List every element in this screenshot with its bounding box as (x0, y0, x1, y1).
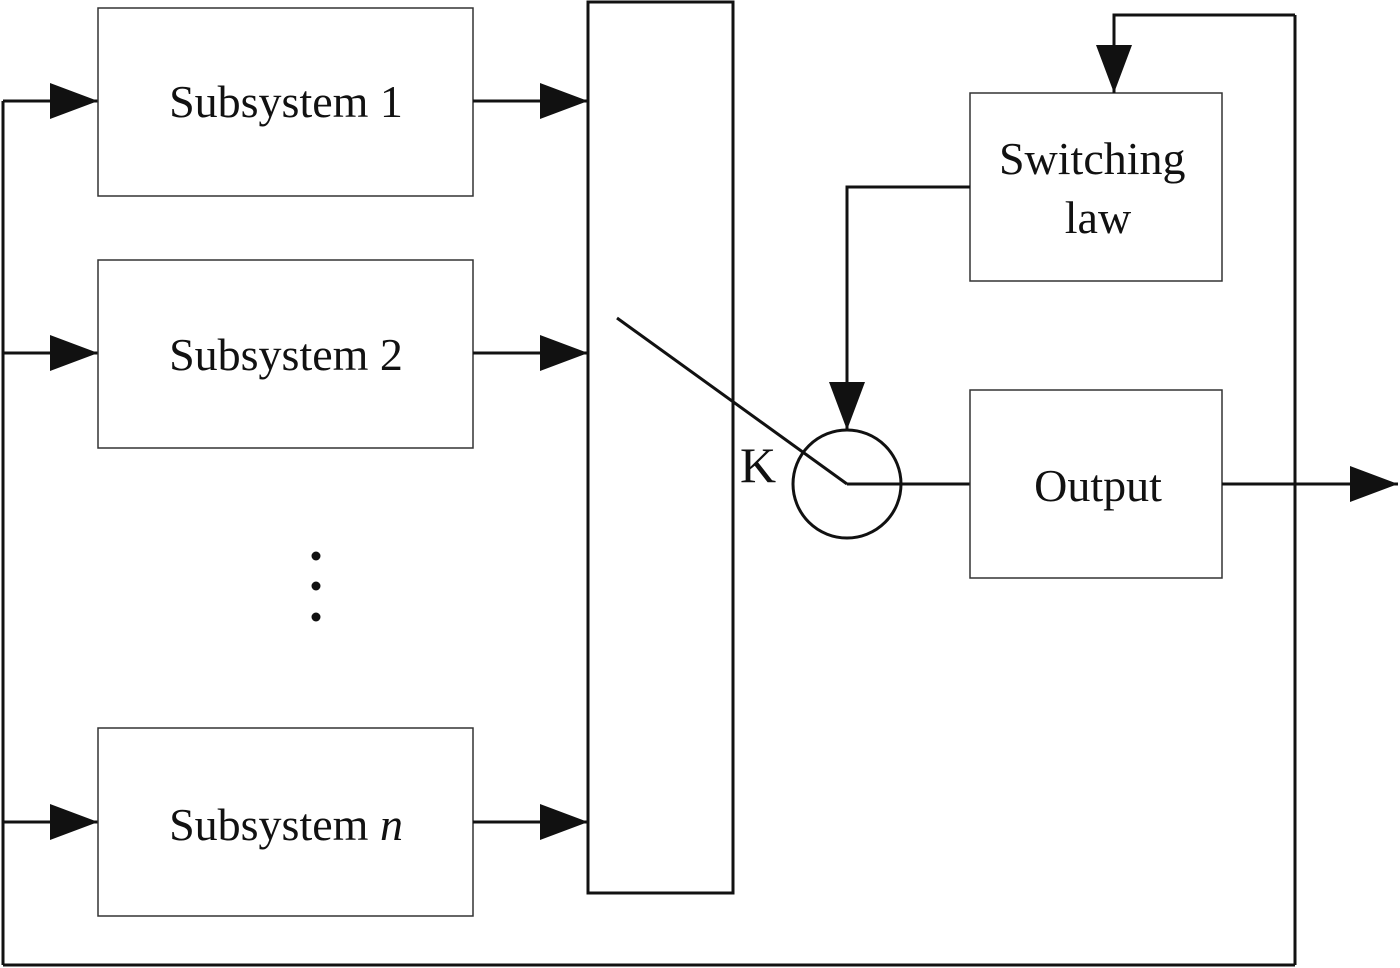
feedback-to-switching-law-arrow (1096, 13, 1295, 93)
subsystem-2-box (97, 259, 474, 449)
switching-law-box (969, 92, 1223, 282)
switch-k-label: K (740, 437, 776, 493)
collector-bar (586, 0, 735, 895)
ellipsis-dot-3 (311, 612, 321, 622)
subsystem-block-n: Subsystem n (97, 727, 474, 917)
ellipsis-dots (311, 551, 321, 622)
output-box (969, 389, 1223, 579)
ellipsis-dot-2 (311, 581, 321, 591)
switch-blade (616, 316, 848, 486)
feedback-loop (1096, 13, 1297, 965)
input-bus (1, 83, 1295, 967)
control-signal-arrow (829, 185, 970, 430)
subsystem-block-1: Subsystem 1 (97, 7, 474, 197)
subsystem-2-label: Subsystem 2 (169, 329, 403, 380)
output-label: Output (1034, 460, 1162, 511)
switching-law-line-1: Switching (999, 133, 1186, 184)
subsystem-1-label: Subsystem 1 (169, 76, 403, 127)
subsystem-n-label: Subsystem n (169, 799, 403, 850)
switching-law-block: Switching law (969, 92, 1223, 282)
subsystem-1-box (97, 7, 474, 197)
ellipsis-dot-1 (311, 551, 321, 561)
switch-k (616, 316, 970, 540)
switching-law-label: Switching law (999, 133, 1197, 243)
subsystem-n-box (97, 727, 474, 917)
subsystem-output-arrows (473, 83, 588, 840)
output-block: Output (969, 389, 1223, 579)
switching-law-line-2: law (1065, 192, 1132, 243)
subsystem-block-2: Subsystem 2 (97, 259, 474, 449)
